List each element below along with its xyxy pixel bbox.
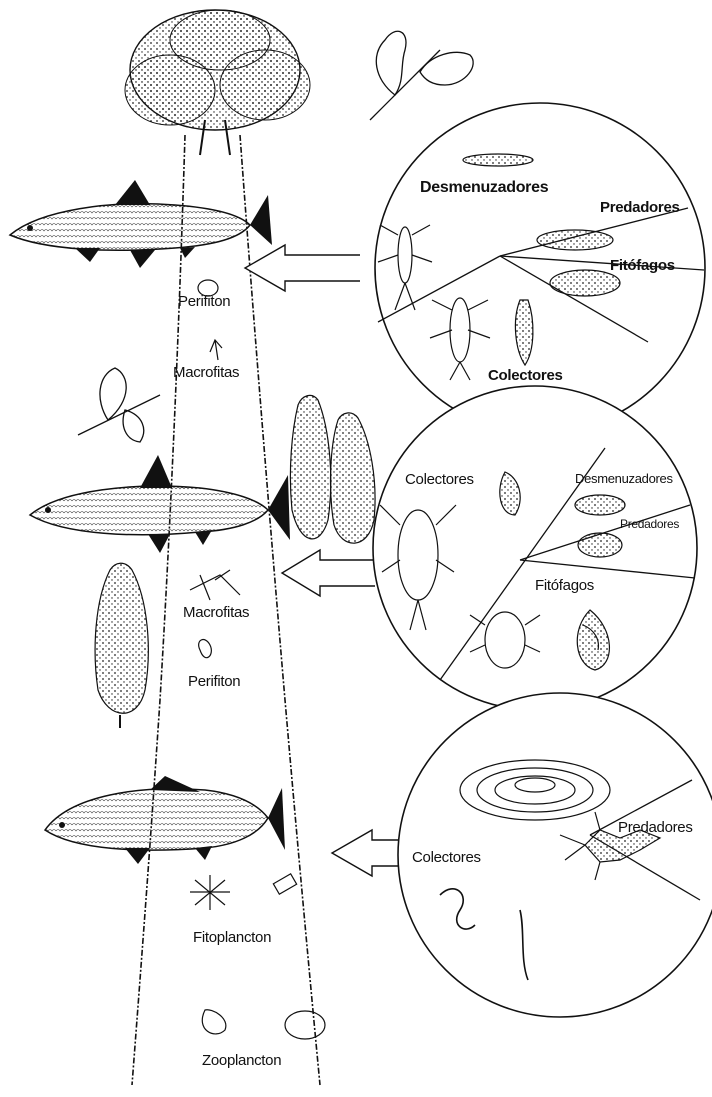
resource-label: Perifiton [188, 674, 240, 689]
resource-label: Macrofitas [173, 365, 239, 380]
feeding-group-label: Colectores [412, 850, 481, 865]
resource-label: Zooplancton [202, 1053, 281, 1068]
oak-leaf-branch-icon [370, 31, 473, 120]
resource-label: Fitoplancton [193, 930, 271, 945]
resource-label: Macrofitas [183, 605, 249, 620]
arrow-upper [245, 245, 360, 291]
feeding-groups-circle-middle [373, 386, 697, 710]
birch-leaf-branch-icon [78, 368, 160, 442]
feeding-group-label: Predadores [620, 518, 679, 530]
feeding-group-label: Fitófagos [610, 258, 675, 273]
feeding-group-label: Colectores [488, 368, 563, 383]
feeding-group-label: Fitófagos [535, 578, 594, 593]
feeding-group-label: Predadores [618, 820, 693, 835]
poplar-tree-icon [95, 563, 148, 728]
resource-label: Perifiton [178, 294, 230, 309]
arrow-middle [282, 550, 375, 596]
feeding-group-label: Colectores [405, 472, 474, 487]
poplar-tree-icon [290, 395, 375, 543]
oak-tree-icon [125, 10, 310, 155]
trout-icon [10, 180, 272, 268]
feeding-group-label: Desmenuzadores [420, 180, 548, 196]
feeding-group-label: Predadores [600, 200, 680, 215]
feeding-group-label: Desmenuzadores [575, 472, 673, 485]
carp-icon [45, 776, 285, 864]
minnow-icon [30, 455, 290, 553]
